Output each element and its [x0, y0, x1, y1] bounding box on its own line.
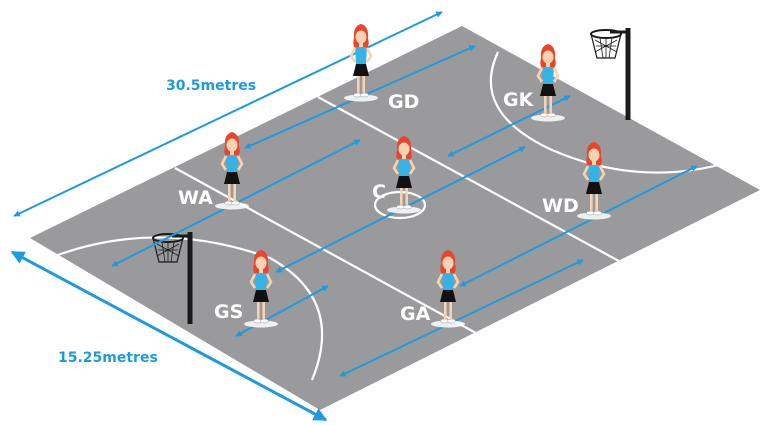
arrow-ga: [339, 259, 584, 377]
position-label-gd: GD: [388, 91, 419, 113]
position-label-gk: GK: [503, 89, 535, 111]
position-labels: GD GK WA C WD GS GA: [178, 89, 579, 325]
dimension-arrow-length: [13, 11, 443, 217]
position-label-wa: WA: [178, 187, 213, 209]
position-label-c: C: [372, 181, 386, 203]
position-label-gs: GS: [214, 301, 243, 323]
court-width-label: 15.25metres: [58, 350, 158, 366]
position-label-ga: GA: [400, 303, 431, 325]
position-label-wd: WD: [542, 195, 579, 217]
dimension-arrow-width: [10, 250, 328, 422]
court-length-label: 30.5metres: [166, 78, 256, 94]
